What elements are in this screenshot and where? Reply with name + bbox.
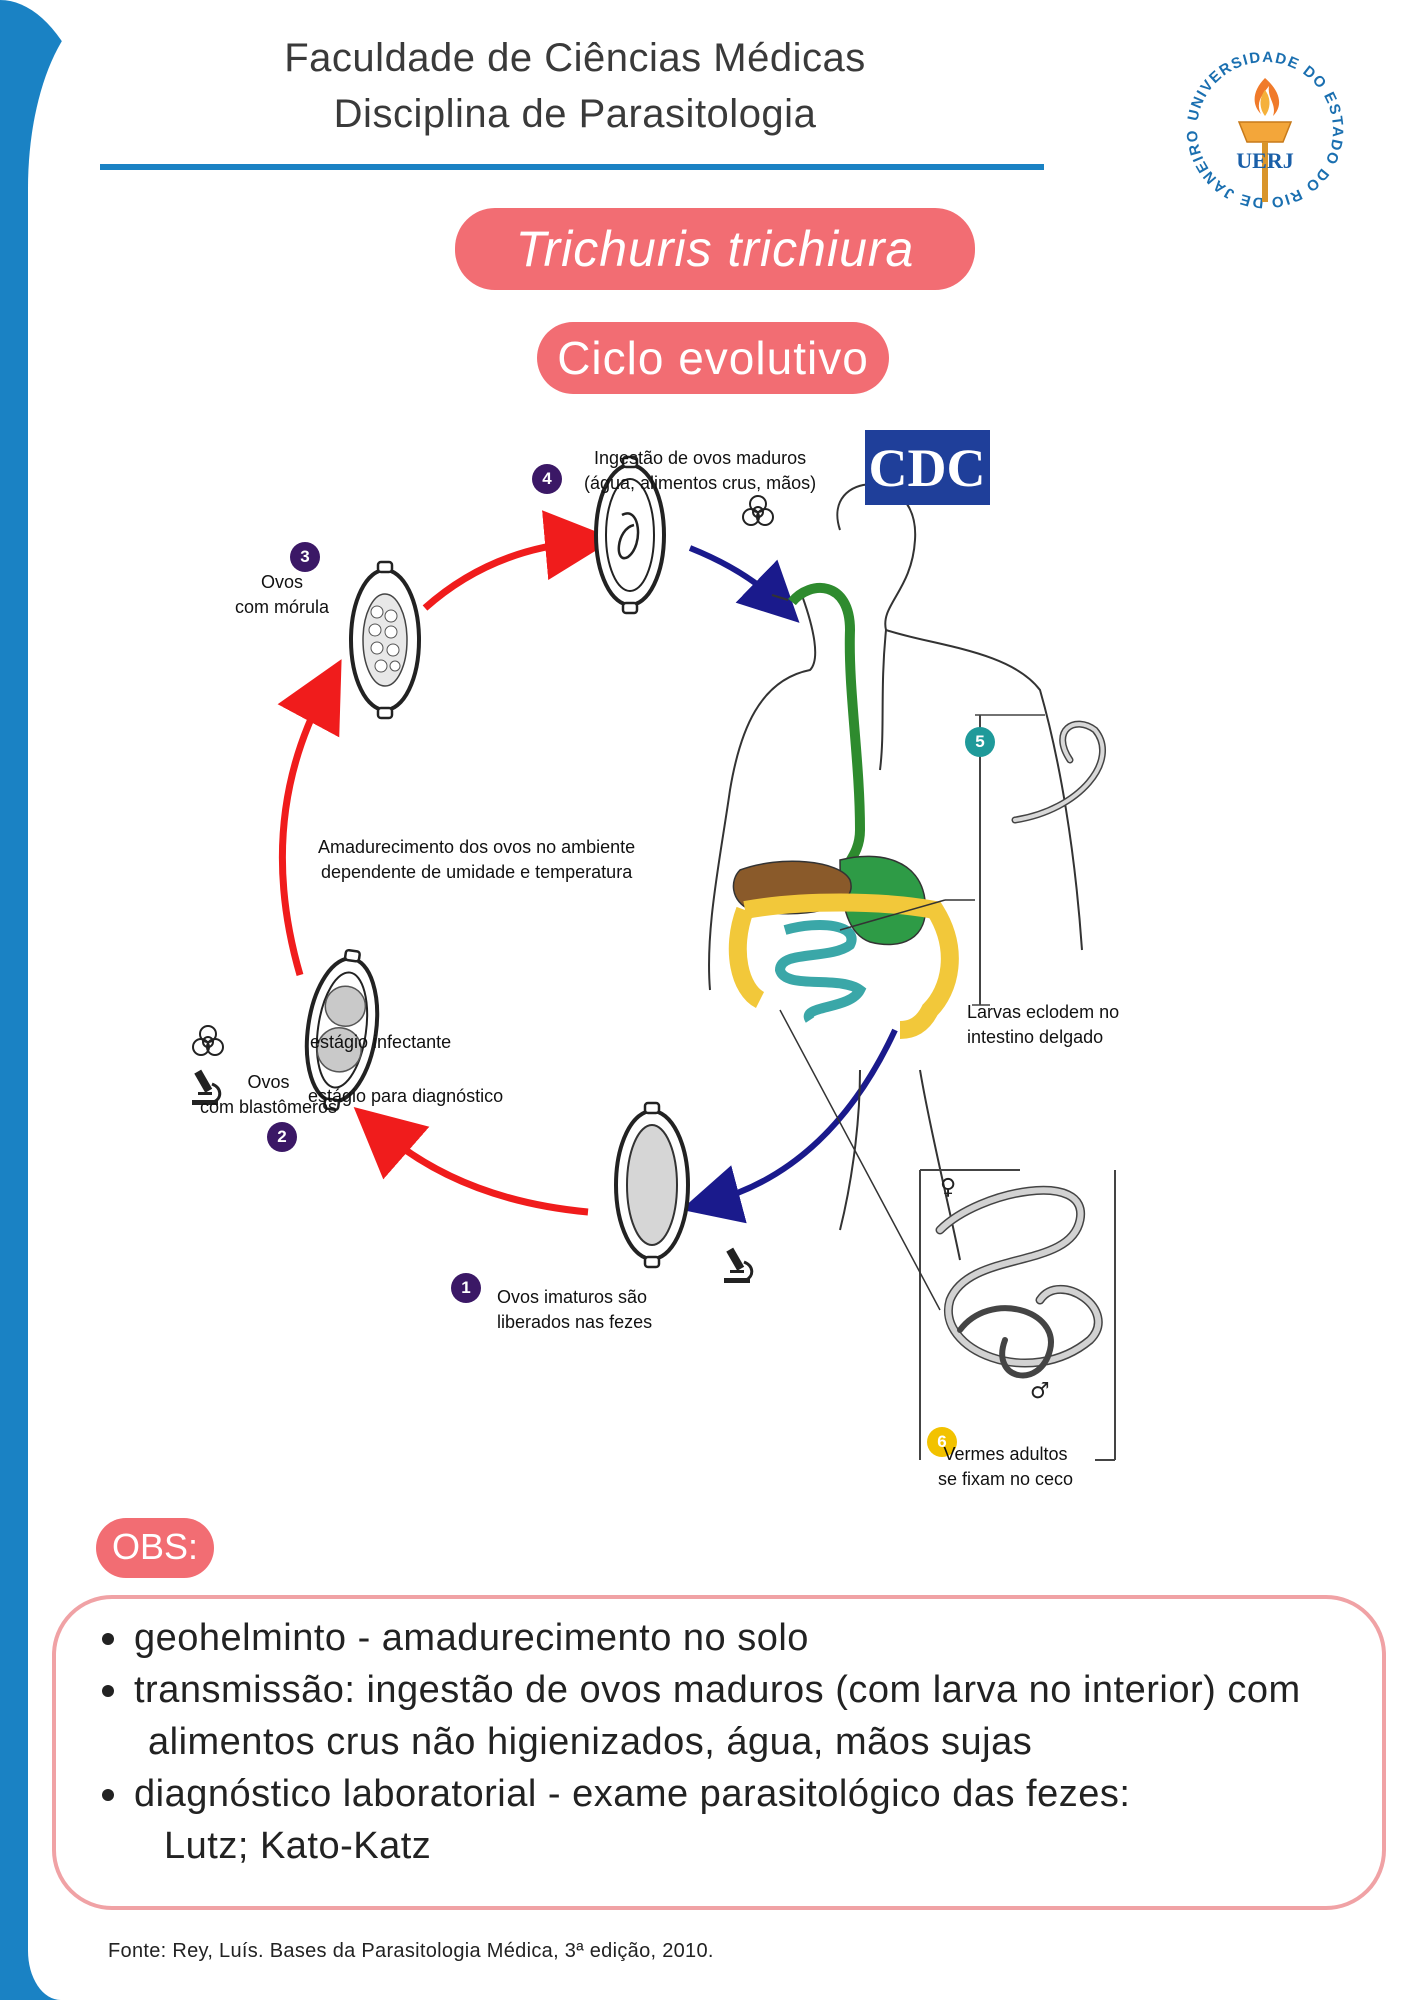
stage-1-badge: 1 (451, 1273, 481, 1303)
arrow-3-to-4 (422, 510, 615, 611)
biohazard-legend-icon (192, 1025, 224, 1056)
obs-box (52, 1595, 1386, 1910)
arrow-1-to-2 (353, 1106, 589, 1216)
obs-item-diagnosis-cont: Lutz; Kato-Katz (164, 1825, 432, 1867)
obs-item-transmission-cont: alimentos crus não higienizados, água, m… (148, 1721, 1033, 1763)
obs-pill: OBS: (96, 1518, 214, 1578)
arrow-host-to-1 (681, 1028, 898, 1224)
discipline-name: Disciplina de Parasitologia (333, 92, 817, 136)
faculty-name: Faculdade de Ciências Médicas (284, 36, 866, 80)
svg-text:♂: ♂ (1030, 1379, 1050, 1404)
egg-stage-2 (304, 948, 380, 1112)
obs-list: geohelminto - amadurecimento no solo tra… (100, 1612, 1380, 1872)
microscope-icon (724, 1247, 754, 1283)
cdc-logo: CDC (865, 430, 990, 505)
larva-panel (839, 714, 1106, 1006)
svg-text:CDC: CDC (869, 438, 986, 498)
obs-item-geohelminth: geohelminto - amadurecimento no solo (100, 1612, 1380, 1664)
side-band-mask (28, 0, 118, 2000)
source-citation: Fonte: Rey, Luís. Bases da Parasitologia… (108, 1940, 714, 1962)
stage-6-badge: 6 (927, 1427, 957, 1457)
egg-stage-3 (349, 560, 421, 720)
svg-text:UERJ: UERJ (1236, 148, 1293, 173)
obs-item-transmission: transmissão: ingestão de ovos maduros (c… (100, 1664, 1380, 1716)
arrow-4-to-host (688, 545, 800, 623)
stage-2-badge: 2 (267, 1122, 297, 1152)
life-cycle-diagram: CDC ♀ ♂ (160, 430, 1310, 1500)
small-intestine (774, 920, 867, 1023)
stage-4-badge: 4 (532, 464, 562, 494)
arrow-2-to-3 (277, 659, 342, 976)
biohazard-icon (742, 495, 774, 526)
adult-worm-panel: ♀ ♂ (779, 1009, 1116, 1461)
stage-5-badge: 5 (965, 727, 995, 757)
egg-stage-4 (594, 455, 666, 615)
header-divider (100, 164, 1044, 170)
stage-4-label: Ingestão de ovos maduros(água, alimentos… (584, 448, 817, 493)
header: Faculdade de Ciências Médicas Disciplina… (100, 30, 1050, 142)
stage-3-badge: 3 (290, 542, 320, 572)
title-pill: Trichuris trichiura (455, 208, 975, 290)
legend-infective: estágio infectante (310, 1032, 452, 1052)
subtitle-pill: Ciclo evolutivo (537, 322, 889, 394)
obs-item-diagnosis: diagnóstico laboratorial - exame parasit… (100, 1768, 1380, 1820)
uerj-logo: UNIVERSIDADE DO ESTADO DO RIO DE JANEIRO… (1165, 30, 1365, 230)
microscope-legend-icon (192, 1069, 222, 1105)
human-host (708, 483, 1083, 1261)
large-intestine (728, 893, 959, 1039)
esophagus (788, 583, 866, 873)
egg-stage-1 (614, 1101, 690, 1269)
svg-text:♀: ♀ (940, 1175, 956, 1200)
legend-diagnostic: estágio para diagnóstico (308, 1086, 504, 1106)
